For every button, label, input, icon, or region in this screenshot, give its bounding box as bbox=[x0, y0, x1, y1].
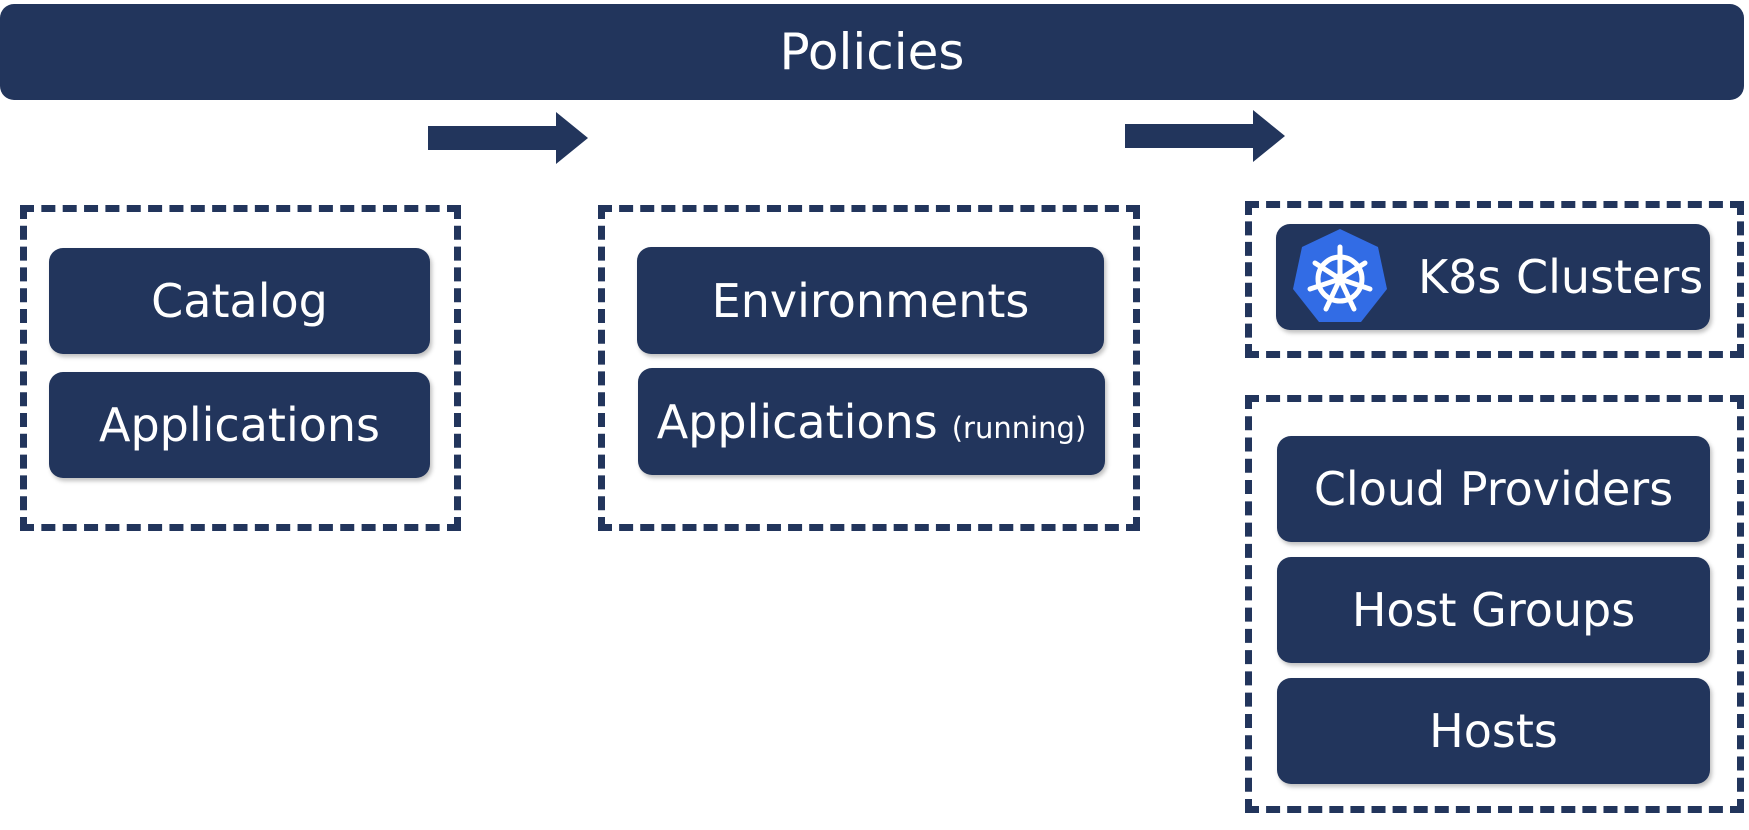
host-groups-block: Host Groups bbox=[1277, 557, 1710, 663]
host-groups-label: Host Groups bbox=[1351, 583, 1636, 637]
applications-label: Applications bbox=[99, 398, 380, 452]
infrastructure-group-box bbox=[1245, 395, 1744, 813]
hosts-label: Hosts bbox=[1429, 704, 1558, 758]
running-applications-label: Applications bbox=[656, 394, 938, 449]
policies-title: Policies bbox=[779, 23, 965, 81]
environments-label: Environments bbox=[711, 273, 1030, 328]
catalog-label: Catalog bbox=[151, 274, 328, 328]
running-note: (running) bbox=[951, 410, 1087, 445]
arrow-right-icon bbox=[428, 112, 588, 164]
environments-block: Environments bbox=[637, 247, 1104, 354]
kubernetes-helm-icon bbox=[1293, 229, 1387, 322]
policies-header: Policies bbox=[0, 4, 1744, 100]
cloud-providers-block: Cloud Providers bbox=[1277, 436, 1710, 542]
catalog-group-box bbox=[20, 205, 461, 531]
cloud-providers-label: Cloud Providers bbox=[1313, 462, 1674, 516]
catalog-block: Catalog bbox=[49, 248, 430, 354]
arrow-right-icon bbox=[1125, 110, 1285, 162]
hosts-block: Hosts bbox=[1277, 678, 1710, 784]
k8s-clusters-label: K8s Clusters bbox=[1418, 250, 1704, 304]
environments-group-box bbox=[598, 205, 1140, 531]
running-applications-block: Applications (running) bbox=[638, 368, 1105, 475]
k8s-group-box bbox=[1245, 201, 1744, 358]
applications-block: Applications bbox=[49, 372, 430, 478]
